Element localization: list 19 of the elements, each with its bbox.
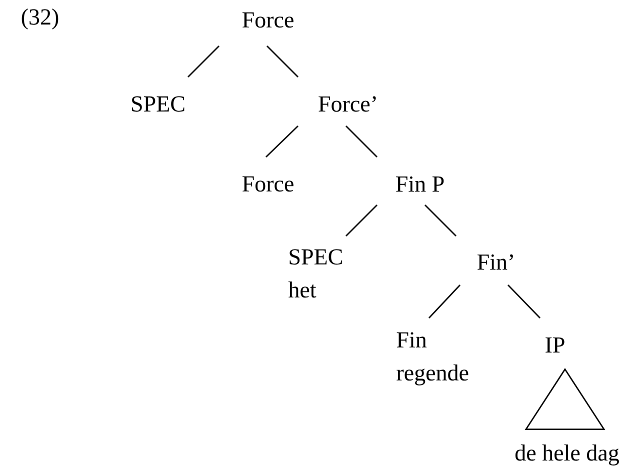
branch-line <box>188 46 220 78</box>
tree-node-label: SPEC <box>132 96 184 112</box>
tree-node-label: Force <box>242 176 294 192</box>
branch-line <box>424 204 456 236</box>
branch-line <box>346 126 378 158</box>
branch-line <box>346 204 378 236</box>
branch-line <box>428 284 461 318</box>
branch-line <box>266 126 298 158</box>
tree-node-label: Fin regende <box>396 332 468 386</box>
tree-node-label: Force’ <box>318 96 376 112</box>
example-number: (32) <box>22 8 58 30</box>
tree-node-label: Fin’ <box>478 254 513 270</box>
tree-node-label: Fin P <box>396 176 444 192</box>
tree-node-label: Force <box>242 12 294 28</box>
tree-node-label: SPEC het <box>288 249 342 298</box>
branch-line <box>266 46 298 78</box>
branch-line <box>508 284 540 318</box>
terminal-string: de hele dag <box>515 444 619 466</box>
tree-node-label: IP <box>546 337 564 353</box>
